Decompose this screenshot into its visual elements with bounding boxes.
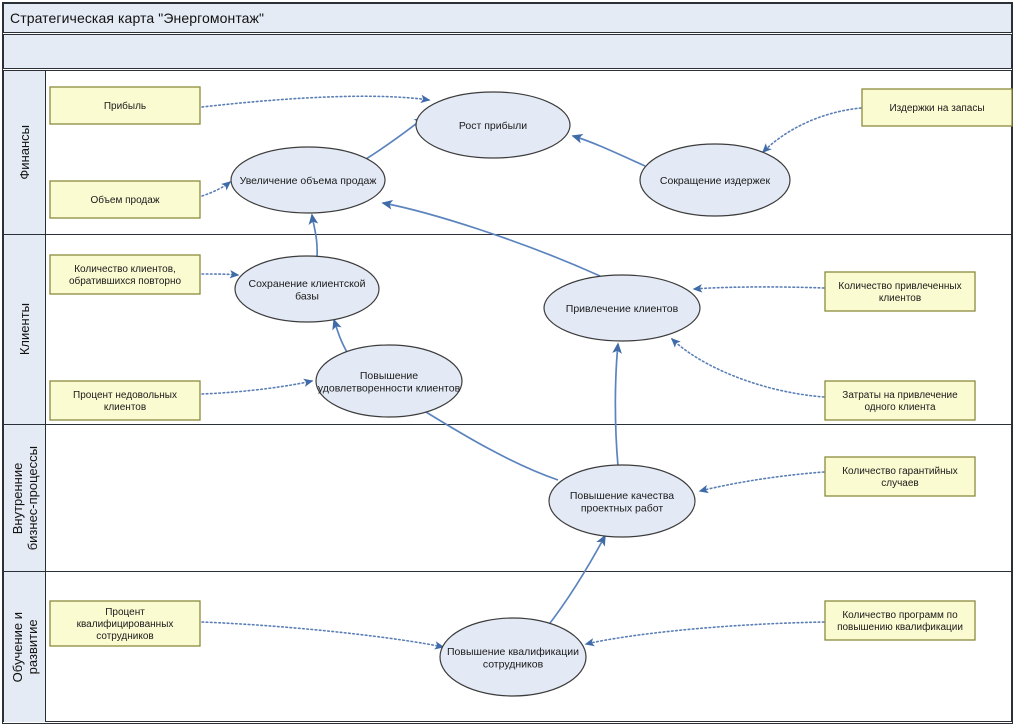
perspective-label-text: Финансы — [17, 125, 32, 180]
perspective-row-finance: Финансы — [4, 71, 1011, 235]
perspective-label-processes: Внутренние бизнес-процессы — [4, 425, 46, 571]
perspective-label-learning: Обучение и развитие — [4, 572, 46, 722]
perspective-label-clients: Клиенты — [4, 235, 46, 424]
perspective-label-text: Клиенты — [17, 303, 32, 356]
perspective-label-text: Внутренние бизнес-процессы — [9, 445, 40, 551]
perspective-label-finance: Финансы — [4, 71, 46, 234]
subtitle-bar — [3, 34, 1012, 69]
page-title: Стратегическая карта "Энергомонтаж" — [10, 10, 265, 26]
subtitle-text — [4, 35, 1011, 43]
perspective-row-clients: Клиенты — [4, 235, 1011, 425]
perspective-row-processes: Внутренние бизнес-процессы — [4, 425, 1011, 572]
title-bar: Стратегическая карта "Энергомонтаж" — [3, 3, 1012, 33]
perspective-label-text: Обучение и развитие — [9, 611, 40, 683]
perspective-row-learning: Обучение и развитие — [4, 572, 1011, 722]
